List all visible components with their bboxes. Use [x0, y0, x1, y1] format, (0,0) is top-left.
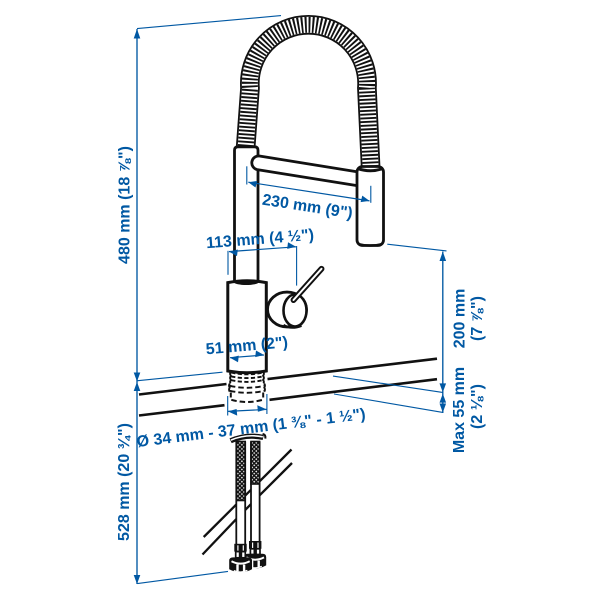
svg-text:480 mm (18 ⅞"): 480 mm (18 ⅞")	[117, 146, 134, 264]
svg-text:(7 ⅞"): (7 ⅞")	[469, 296, 486, 341]
svg-text:51 mm (2"): 51 mm (2")	[205, 334, 288, 358]
svg-text:200 mm: 200 mm	[452, 289, 469, 349]
svg-text:Max 55 mm: Max 55 mm	[451, 367, 468, 453]
svg-text:528 mm (20 ¾"): 528 mm (20 ¾")	[116, 423, 133, 541]
svg-text:(2 ⅛"): (2 ⅛")	[469, 384, 486, 429]
svg-text:113 mm (4 ½"): 113 mm (4 ½")	[206, 227, 315, 252]
